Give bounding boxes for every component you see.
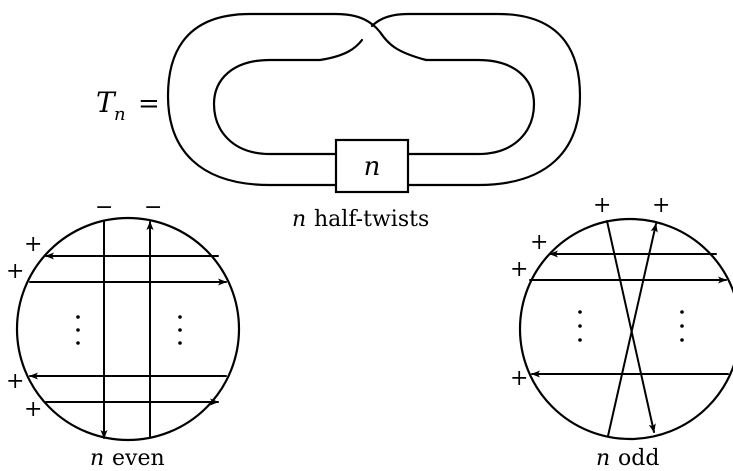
even-caption-var: n [90,446,104,471]
odd-ellipsis-right [680,310,684,342]
even-top-sign-1: − [95,195,113,220]
odd-side-sign-3: + [510,366,528,391]
odd-caption-var: n [596,446,610,471]
odd-side-sign-1: + [530,230,548,255]
even-side-sign-2: + [6,259,24,284]
torus-subscript: n [114,104,126,125]
band-outer-right [406,12,582,187]
odd-disk [518,217,733,441]
odd-top-sign-1: + [593,193,611,218]
torus-symbol: T [96,86,117,119]
torus-label: T n = [96,86,160,125]
even-ellipsis-left [76,315,80,345]
twist-caption-text: half-twists [314,207,429,232]
band-inner-left [212,58,338,156]
even-top-sign-2: − [144,195,162,220]
twist-caption-var: n [292,207,306,232]
odd-ellipsis-left [578,310,582,342]
even-ellipsis-right [178,315,182,345]
odd-side-sign-2: + [510,257,528,282]
crossing-strand-1 [334,12,428,62]
torus-equals: = [138,89,160,119]
twist-box [334,138,410,194]
odd-top-sign-2: + [652,193,670,218]
even-side-sign-1: + [24,232,42,257]
band-inner-right [406,58,536,156]
twist-caption: n half-twists [292,207,429,232]
even-side-sign-4: + [24,397,42,422]
even-panel: − − + + + + n even [6,195,241,471]
odd-diagonal-down-arrow [606,220,656,433]
odd-caption-text: odd [618,446,659,471]
even-caption-text: even [112,446,165,471]
crossing-strand-2b [370,12,410,28]
twist-box-label: n [364,152,381,182]
torus-link-figure: n [166,12,582,194]
even-disk [15,216,241,442]
even-side-sign-3: + [6,369,24,394]
band-outer-left [166,12,338,187]
odd-diagonal-up-arrow [607,223,658,437]
odd-panel: + + + + + n odd [510,193,733,471]
crossing-strand-2a [318,38,364,62]
